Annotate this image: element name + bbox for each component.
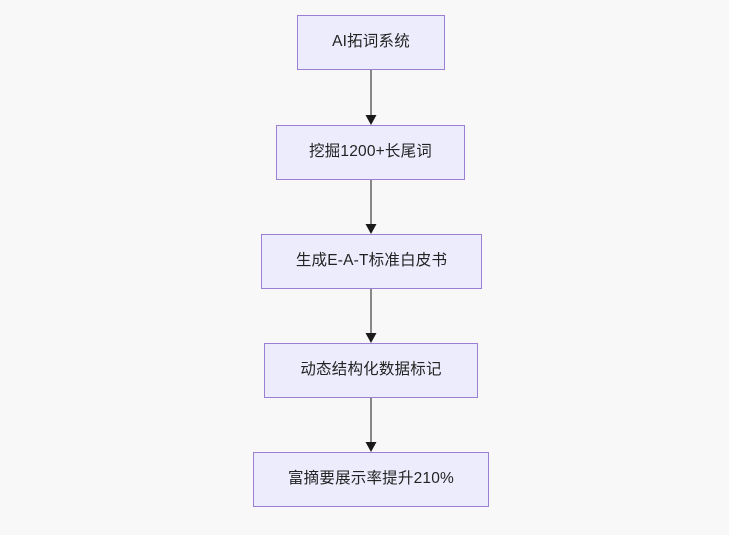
arrow-head-icon: [365, 224, 377, 234]
flow-node-mine-longtail-keywords[interactable]: 挖掘1200+长尾词: [276, 125, 465, 180]
flow-node-rich-snippet-rate-result[interactable]: 富摘要展示率提升210%: [253, 452, 489, 507]
flow-node-ai-keyword-system[interactable]: AI拓词系统: [297, 15, 445, 70]
edge-n1-n2: [365, 70, 377, 125]
edge-n2-n3: [365, 180, 377, 234]
edge-n4-n5: [365, 398, 377, 452]
arrow-head-icon: [365, 333, 377, 343]
flow-node-dynamic-structured-data-markup[interactable]: 动态结构化数据标记: [264, 343, 478, 398]
flow-node-label: AI拓词系统: [332, 33, 410, 51]
arrow-head-icon: [365, 115, 377, 125]
flow-node-label: 动态结构化数据标记: [300, 361, 442, 379]
flow-node-label: 富摘要展示率提升210%: [287, 470, 455, 488]
flow-node-generate-eat-whitepaper[interactable]: 生成E-A-T标准白皮书: [261, 234, 482, 289]
flow-node-label: 生成E-A-T标准白皮书: [295, 252, 448, 270]
edge-n3-n4: [365, 289, 377, 343]
flow-node-label: 挖掘1200+长尾词: [308, 143, 433, 161]
arrow-head-icon: [365, 442, 377, 452]
